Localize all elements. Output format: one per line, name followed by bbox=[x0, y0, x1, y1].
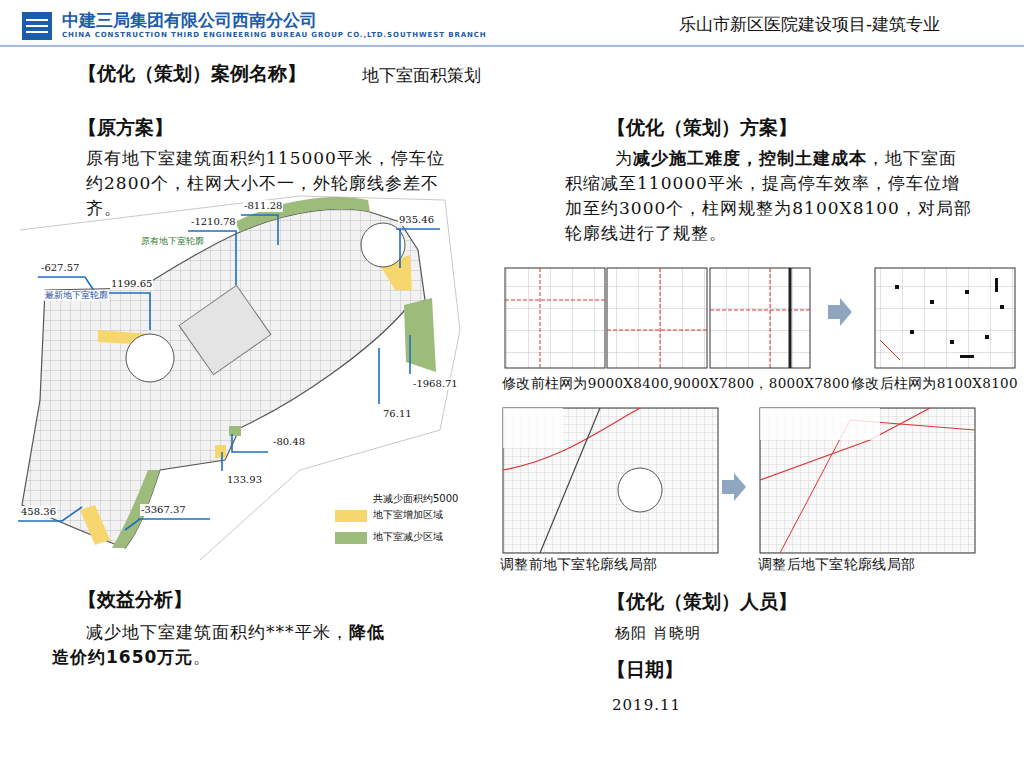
callout-number: -1968.71 bbox=[412, 378, 459, 390]
outline-label: 原有地下室轮廓 bbox=[140, 236, 205, 247]
callout-number: 76.11 bbox=[382, 408, 413, 420]
callout-number: -1210.78 bbox=[190, 216, 237, 228]
legend-text: 地下室增加区域 bbox=[373, 509, 443, 521]
callout-number: -3367.37 bbox=[140, 504, 187, 516]
outline-thumbnail bbox=[760, 408, 975, 553]
image-caption: 调整后地下室轮廓线局部 bbox=[758, 556, 915, 572]
section-heading: 【优化（策划）方案】 bbox=[607, 116, 797, 139]
legend-note: 共减少面积约5000 bbox=[373, 493, 458, 505]
arrow-symbol bbox=[722, 473, 746, 501]
company-logo bbox=[22, 12, 52, 40]
section-heading: 【效益分析】 bbox=[78, 588, 192, 611]
column-grid-thumbnail bbox=[875, 268, 1015, 368]
callout-number: 1199.65 bbox=[110, 278, 153, 290]
body-paragraph: 原有地下室建筑面积约115000平米，停车位约2800个，柱网大小不一，外轮廓线… bbox=[86, 146, 456, 221]
body-paragraph: 为减少施工难度，控制土建成本，地下室面积缩减至110000平米，提高停车效率，停… bbox=[565, 146, 973, 246]
column-grid-thumbnail bbox=[505, 268, 810, 368]
image-caption: 调整前地下室轮廓线局部 bbox=[500, 556, 657, 572]
case-title: 地下室面积策划 bbox=[362, 65, 481, 85]
legend-swatch bbox=[335, 510, 367, 522]
leader-line bbox=[18, 215, 440, 530]
callout-number: -627.57 bbox=[40, 262, 80, 274]
outline-label: 最新地下室轮廓 bbox=[44, 290, 109, 301]
arrow-symbol bbox=[828, 298, 852, 326]
callout-number: -811.28 bbox=[243, 200, 283, 212]
image-caption: 修改前柱网为9000X8400,9000X7800，8000X7800 bbox=[502, 375, 850, 391]
legend-text: 地下室减少区域 bbox=[373, 531, 443, 543]
outline-thumbnail bbox=[503, 408, 718, 553]
body-paragraph: 减少地下室建筑面积约***平米，降低造价约1650万元。 bbox=[52, 620, 392, 670]
body-text: 原有地下室建筑面积约115000平米，停车位约2800个，柱网大小不一，外轮廓线… bbox=[86, 148, 445, 218]
basement-plan bbox=[20, 196, 460, 560]
callout-number: 458.36 bbox=[20, 506, 57, 518]
date-text: 2019.11 bbox=[612, 696, 681, 714]
staff-names: 杨阳 肖晓明 bbox=[615, 624, 701, 642]
body-text: 减少地下室建筑面积约***平米， bbox=[86, 622, 349, 642]
body-text: 减少施工难度，控制土建成本 bbox=[633, 148, 867, 168]
company-name: 中建三局集团有限公司西南分公司 bbox=[62, 10, 317, 30]
legend-swatch bbox=[335, 532, 367, 544]
callout-number: 133.93 bbox=[226, 474, 263, 486]
project-name: 乐山市新区医院建设项目-建筑专业 bbox=[679, 14, 940, 34]
body-text: 。 bbox=[193, 647, 211, 667]
company-name-en: CHINA CONSTRUCTION THIRD ENGINEERING BUR… bbox=[62, 31, 487, 39]
section-heading: 【优化（策划）人员】 bbox=[607, 590, 797, 613]
section-heading: 【原方案】 bbox=[78, 116, 173, 139]
callout-number: -80.48 bbox=[272, 436, 306, 448]
body-text: 为 bbox=[615, 148, 633, 168]
section-heading: 【日期】 bbox=[607, 658, 683, 681]
callout-number: 935.46 bbox=[398, 214, 435, 226]
header-rule bbox=[0, 45, 1024, 46]
section-heading: 【优化（策划）案例名称】 bbox=[78, 62, 306, 85]
image-caption: 修改后柱网为8100X8100 bbox=[851, 375, 1018, 391]
